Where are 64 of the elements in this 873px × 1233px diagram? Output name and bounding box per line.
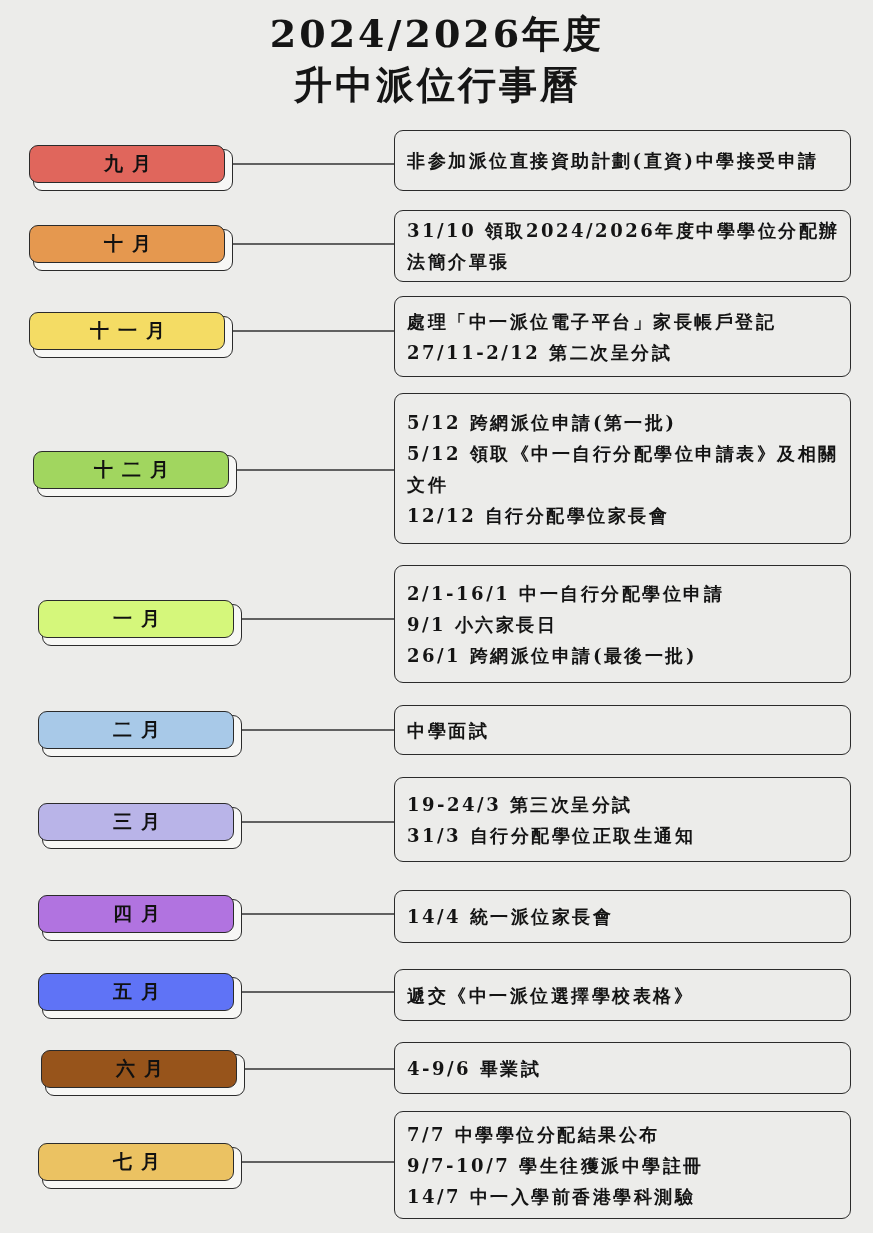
connector-line: [244, 1068, 395, 1070]
event-box: [394, 705, 851, 755]
month-tab: [41, 1050, 245, 1096]
event-box: [394, 1042, 851, 1094]
connector-line: [241, 1161, 395, 1163]
connector-line: [236, 469, 395, 471]
month-label: 四月: [38, 895, 234, 933]
connector-line: [232, 330, 395, 332]
month-label: 十一月: [29, 312, 225, 350]
month-label: 九月: [29, 145, 225, 183]
diagram-title: 2024/2026年度升中派位行事曆: [268, 10, 606, 109]
event-text: 14/4 統一派位家長會: [407, 905, 615, 929]
month-tab: [38, 600, 242, 646]
event-text: 14/7 中一入學前香港學科測驗: [407, 1184, 697, 1209]
event-text: 9/7-10/7 學生往獲派中學註冊: [407, 1153, 705, 1178]
month-tab: [38, 803, 242, 849]
event-box: [394, 1111, 851, 1219]
event-text: 31/10 領取2024/2026年度中學學位分配辦法簡介單張: [407, 219, 841, 274]
event-box: [394, 130, 851, 191]
month-tab: [29, 312, 233, 358]
month-tab: [38, 973, 242, 1019]
event-box: [394, 296, 851, 377]
month-label: 三月: [38, 803, 234, 841]
connector-line: [241, 618, 395, 620]
event-box: [394, 565, 851, 683]
event-box: [394, 393, 851, 544]
month-label: 十二月: [33, 451, 229, 489]
month-label: 一月: [38, 600, 234, 638]
event-text: 27/11-2/12 第二次呈分試: [407, 340, 674, 365]
connector-line: [232, 163, 395, 165]
connector-line: [241, 991, 395, 993]
event-text: 19-24/3 第三次呈分試: [407, 792, 634, 817]
event-text: 5/12 跨網派位申請(第一批): [407, 410, 678, 435]
month-tab: [38, 711, 242, 757]
event-text: 4-9/6 畢業試: [407, 1056, 543, 1081]
connector-line: [232, 243, 395, 245]
month-tab: [33, 451, 237, 497]
event-text: 12/12 自行分配學位家長會: [407, 503, 671, 528]
event-box: [394, 969, 851, 1021]
month-label: 七月: [38, 1143, 234, 1181]
event-text: 7/7 中學學位分配結果公布: [407, 1122, 661, 1147]
month-tab: [29, 145, 233, 191]
month-tab: [38, 1143, 242, 1189]
month-tab: [29, 225, 233, 271]
event-text: 遞交《中一派位選擇學校表格》: [407, 983, 695, 1008]
event-box: [394, 210, 851, 282]
connector-line: [241, 821, 395, 823]
event-text: 非参加派位直接資助計劃(直資)中學接受申請: [407, 149, 820, 173]
month-tab: [38, 895, 242, 941]
event-text: 26/1 跨網派位申請(最後一批): [407, 643, 698, 668]
connector-line: [241, 729, 395, 731]
event-text: 2/1-16/1 中一自行分配學位申請: [407, 581, 725, 606]
event-box: [394, 777, 851, 862]
month-label: 六月: [41, 1050, 237, 1088]
month-label: 五月: [38, 973, 234, 1011]
event-text: 中學面試: [407, 718, 490, 743]
event-text: 處理「中一派位電子平台」家長帳戶登記: [407, 309, 777, 334]
event-text: 9/1 小六家長日: [407, 612, 559, 637]
event-box: [394, 890, 851, 943]
event-text: 5/12 領取《中一自行分配學位申請表》及相關文件: [407, 441, 840, 497]
month-label: 二月: [38, 711, 234, 749]
connector-line: [241, 913, 395, 915]
event-text: 31/3 自行分配學位正取生通知: [407, 823, 697, 848]
month-label: 十月: [29, 225, 225, 263]
